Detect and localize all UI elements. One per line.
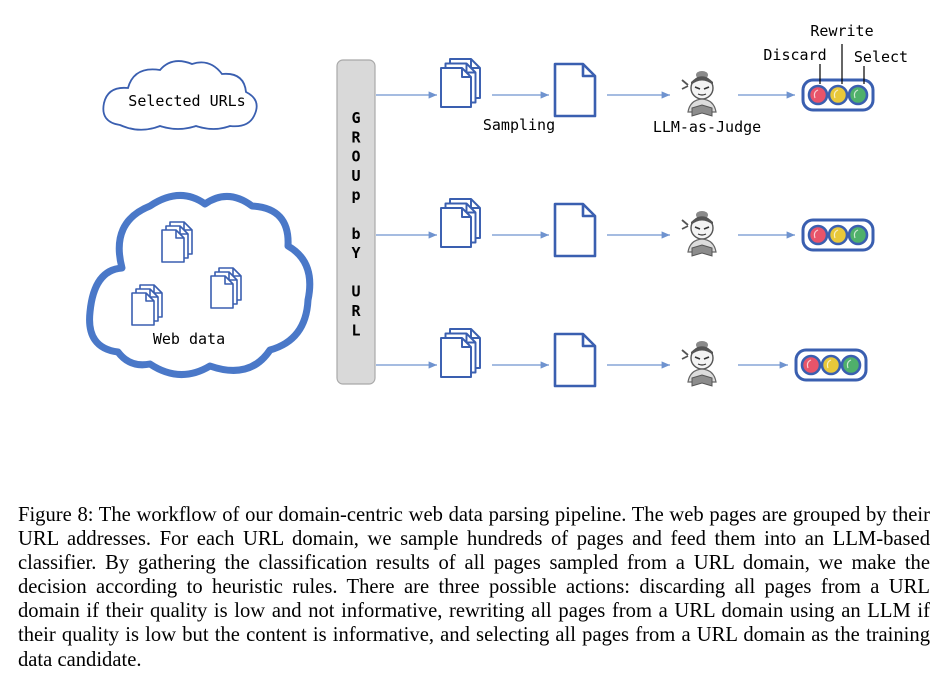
rewrite-label: Rewrite xyxy=(810,22,873,40)
group-by-url-bar xyxy=(336,59,376,385)
web-data-cloud-icon xyxy=(86,192,314,378)
figure-caption: Figure 8: The workflow of our domain-cen… xyxy=(18,504,930,671)
selected-urls-cloud-icon xyxy=(102,60,258,131)
web-data-label: Web data xyxy=(153,330,225,348)
group-by-url-letter: U xyxy=(351,283,360,301)
traffic-light-icon xyxy=(801,78,875,112)
document-stack-icon xyxy=(132,285,162,325)
document-stack-icon xyxy=(211,268,241,308)
traffic-light-icon xyxy=(794,348,868,382)
group-by-url-letter: b xyxy=(351,225,360,243)
document-stack-icon xyxy=(441,59,480,107)
group-by-url-letter: U xyxy=(351,167,360,185)
judge-person-icon xyxy=(681,340,717,387)
document-icon xyxy=(553,62,597,118)
document-stack-icon xyxy=(441,329,480,377)
select-label: Select xyxy=(854,48,908,66)
sampling-label: Sampling xyxy=(483,116,555,134)
group-by-url-letter: R xyxy=(351,128,361,146)
traffic-light-icon xyxy=(801,218,875,252)
group-by-url-letter: L xyxy=(351,321,360,339)
document-icon xyxy=(553,202,597,258)
document-stack-icon xyxy=(162,222,192,262)
judge-person-icon xyxy=(681,70,717,117)
group-by-url-letter: O xyxy=(351,148,360,166)
group-by-url-letter: p xyxy=(351,186,360,204)
group-by-url-letter: R xyxy=(351,302,361,320)
discard-label: Discard xyxy=(763,46,826,64)
judge-person-icon xyxy=(681,210,717,257)
group-by-url-letter: Y xyxy=(351,244,360,262)
selected-urls-label: Selected URLs xyxy=(128,92,245,110)
llm-judge-label: LLM-as-Judge xyxy=(653,118,761,136)
document-stack-icon xyxy=(441,199,480,247)
document-icon xyxy=(553,332,597,388)
group-by-url-letter: G xyxy=(351,109,360,127)
